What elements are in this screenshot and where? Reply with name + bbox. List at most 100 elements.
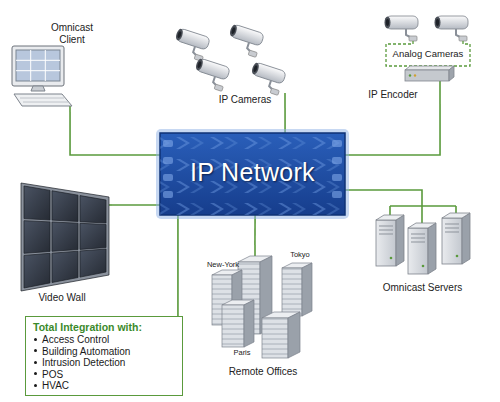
network-cloud-box [332,157,342,164]
workstation-icon [31,86,45,91]
encoder-icon [405,66,454,70]
workstation-icon [20,98,68,102]
analog-camera-icon [385,16,471,66]
list-item: Intrusion Detection [33,357,175,369]
list-item: HVAC [33,380,175,392]
workstation-icon [16,50,60,81]
client-workstation: Omnicast Client [8,20,96,112]
node-label: IP Encoder [362,89,424,101]
network-cloud-box [332,191,342,198]
list-item: Building Automation [33,346,175,358]
list-text: Access Control [42,334,109,345]
network-link [345,190,422,200]
video-wall: Video Wall [18,180,112,305]
office-building-icon [262,318,288,358]
video-wall-icon [24,253,50,288]
node-label: Omnicast Client [46,22,98,45]
network-link [345,104,440,155]
video-wall-icon [24,186,50,220]
panel-title: Total Integration with: [33,321,175,334]
bullet-dot [34,372,37,375]
office-building-icon [288,312,300,358]
list-text: Building Automation [42,346,130,357]
analog-camera-icon [385,16,419,41]
wire-stub [439,81,441,104]
node-label: Video Wall [30,292,94,304]
list-item: Access Control [33,334,175,346]
server-icon [376,213,470,274]
node-label: Analog Cameras [386,49,470,60]
network-link [177,215,179,316]
workstation-icon [12,46,72,106]
network-cloud-box [156,129,349,219]
node-label: Remote Offices [213,366,313,378]
network-cloud-box [163,140,173,147]
ip-camera-icon [225,24,265,58]
video-wall-icon [80,249,106,277]
office-building-icon [212,256,312,358]
encoder-icon [405,66,454,81]
list-text: POS [42,369,63,380]
workstation-icon [12,46,64,86]
network-link [112,204,160,206]
camera-group: Analog Cameras [378,14,478,66]
network-cloud-box [332,174,342,181]
network-cloud-box [160,133,345,215]
list-text: HVAC [42,380,69,391]
encoder-icon [405,70,449,81]
video-wall-icon [80,223,106,249]
encoder-icon [414,74,416,76]
network-title: IP Network [160,158,345,187]
list-text: Intrusion Detection [42,357,125,368]
video-wall-icon [21,183,109,291]
office-building-icon [302,263,312,316]
node-label: IP Cameras [210,94,280,106]
city-label: Paris [227,349,257,358]
server-icon [442,213,470,264]
video-wall-icon [80,196,106,223]
workstation-icon [16,60,60,61]
network-cloud-box [163,191,173,198]
video-wall-icon [52,222,78,251]
list-item: POS [33,369,175,381]
analog-camera-icon [386,41,470,66]
ip-camera-icon [247,62,287,96]
network-cloud-box [332,140,342,147]
ip-camera-icon [171,24,287,96]
office-building-icon [244,300,254,347]
wire-stub [69,106,71,112]
city-label: Tokyo [285,251,315,260]
network-link [70,112,160,155]
encoder-icon [409,74,411,76]
workstation-icon [14,94,72,106]
wire-stub [284,93,286,108]
office-building-icon [222,305,244,347]
workstation-icon [45,50,46,81]
bullet-dot [34,338,37,341]
bullet-dot [34,349,37,352]
network-cloud-box [163,157,173,164]
network-cloud-box [156,129,349,219]
network-cloud-box [163,174,173,181]
integration-panel: Total Integration with:Access ControlBui… [25,316,183,396]
server-icon [376,215,404,266]
encoder-icon [449,66,454,81]
ip-camera-icon [191,58,231,92]
encoder-device: IP Encoder [362,70,452,104]
network-cloud-box [160,133,345,215]
bullet-dot [34,384,37,387]
network-link [254,215,256,245]
ip-camera-icon [171,28,211,62]
server-group: Omnicast Servers [365,200,480,300]
office-building-icon [282,268,302,316]
server-icon [408,223,436,274]
video-wall-icon [52,191,78,222]
network-hub: IP Network [160,133,345,215]
node-label: Omnicast Servers [365,282,480,294]
analog-camera-icon [435,16,469,41]
workstation-icon [16,70,60,71]
camera-group: IP Cameras [170,22,300,108]
city-label: New-York [203,261,243,270]
